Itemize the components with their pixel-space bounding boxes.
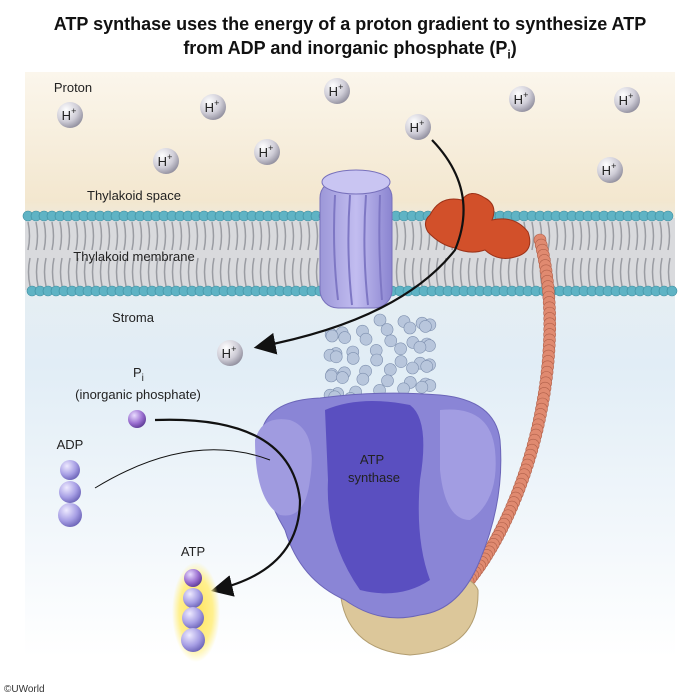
proton-ion: H+ xyxy=(509,86,535,112)
proton-ion: H+ xyxy=(57,102,83,128)
proton-ion: H+ xyxy=(597,157,623,183)
stalk-bead xyxy=(413,340,427,354)
proton-ion: H+ xyxy=(614,87,640,113)
adp-input-line xyxy=(94,449,271,489)
stalk-bead xyxy=(420,360,434,373)
stalk-bead xyxy=(406,361,419,375)
stalk-bead xyxy=(329,350,343,364)
stalk-bead xyxy=(394,342,407,356)
inorganic-phosphate xyxy=(128,410,146,428)
svg-text:H+: H+ xyxy=(222,344,237,361)
atp-molecule xyxy=(172,562,220,662)
lipid-head xyxy=(662,210,674,222)
red-protein-subunit xyxy=(424,193,531,259)
svg-text:H+: H+ xyxy=(158,152,173,169)
stalk-bead xyxy=(324,369,338,383)
svg-text:H+: H+ xyxy=(329,82,344,99)
stalk-bead xyxy=(384,363,397,376)
stalk-bead xyxy=(325,329,339,343)
label-adp: ADP xyxy=(57,437,84,452)
copyright: ©UWorld xyxy=(4,684,45,695)
label-pi-description: (inorganic phosphate) xyxy=(75,387,201,402)
svg-text:H+: H+ xyxy=(259,143,274,160)
label-atp-synthase-1: ATP xyxy=(360,452,384,467)
stalk-bead xyxy=(415,380,429,394)
stalk-bead xyxy=(356,372,370,386)
stalk-bead xyxy=(359,332,373,346)
title-end: ) xyxy=(510,38,517,58)
proton-ion: H+ xyxy=(153,148,179,174)
stalk-bead xyxy=(373,313,387,327)
lipid-head xyxy=(666,285,678,297)
label-stroma: Stroma xyxy=(112,310,155,325)
stalk-bead xyxy=(381,374,394,388)
svg-text:H+: H+ xyxy=(205,98,220,115)
proton-flow-arrow xyxy=(253,139,465,355)
stalk-bead xyxy=(346,352,360,365)
protons: H+ H+ H+ H+ H+ H+ H+ H+ H+ H+ xyxy=(57,78,640,366)
f1-head xyxy=(255,392,502,656)
title-line-1: ATP synthase uses the energy of a proton… xyxy=(53,14,647,34)
label-atp: ATP xyxy=(181,544,205,559)
stalk-bead xyxy=(403,321,417,335)
stalk-bead xyxy=(380,323,394,336)
label-pi: Pi xyxy=(133,365,144,384)
fo-rotor xyxy=(319,169,393,309)
stalk-bead xyxy=(394,355,408,368)
proton-ion: H+ xyxy=(324,78,350,104)
svg-text:H+: H+ xyxy=(619,91,634,108)
stalk-bead xyxy=(338,331,352,344)
stalk-bead xyxy=(419,320,432,333)
adp-molecule xyxy=(58,460,82,527)
stalk-bead xyxy=(336,371,349,384)
label-atp-synthase-2: synthase xyxy=(348,470,400,485)
title-line-2: from ADP and inorganic phosphate (Pi) xyxy=(0,38,700,62)
title-text: from ADP and inorganic phosphate (P xyxy=(183,38,508,58)
proton-ion: H+ xyxy=(200,94,226,120)
svg-text:H+: H+ xyxy=(514,90,529,107)
proton-ion: H+ xyxy=(217,340,243,366)
svg-text:H+: H+ xyxy=(410,118,425,135)
stalk-bead xyxy=(370,353,383,367)
proton-ion: H+ xyxy=(405,114,431,140)
title-subscript: i xyxy=(507,47,511,62)
label-thylakoid-membrane: Thylakoid membrane xyxy=(73,249,194,264)
svg-text:H+: H+ xyxy=(62,106,77,123)
stalk-bead xyxy=(384,334,398,348)
svg-text:H+: H+ xyxy=(602,161,617,178)
synthesis-arrow xyxy=(154,418,302,597)
proton-ion: H+ xyxy=(254,139,280,165)
label-thylakoid-space: Thylakoid space xyxy=(87,188,181,203)
label-proton: Proton xyxy=(54,80,92,95)
